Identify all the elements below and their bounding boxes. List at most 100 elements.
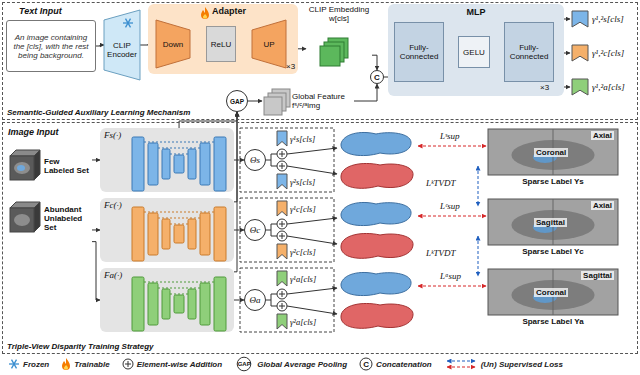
gelu-box: GELU <box>458 36 490 68</box>
gamma-input: γ¹c[cls] <box>272 200 332 217</box>
node-text: Down <box>163 40 183 49</box>
circle-shape <box>123 359 133 369</box>
loss-label: LᵏTVDT <box>426 178 456 188</box>
block-shape <box>277 201 287 216</box>
network-layer <box>132 277 144 331</box>
text-input-box: Text InputAn image containing the [cls],… <box>6 20 96 72</box>
volume-face <box>10 208 34 232</box>
network-layer <box>200 143 210 185</box>
node-text: Sagittal <box>534 218 567 227</box>
block-shape <box>252 20 286 68</box>
network-layer <box>174 155 184 173</box>
network-layer <box>174 295 184 313</box>
node-text: Axial <box>591 131 614 140</box>
node-text: C <box>374 73 380 82</box>
block-shape <box>277 244 287 259</box>
node-text: γ¹a[cls] <box>290 274 316 284</box>
skip-connection <box>144 282 214 294</box>
node-text: Fully-Connected <box>395 43 443 61</box>
network-layer <box>162 149 170 179</box>
unsupervised-loss-line <box>478 236 479 276</box>
concat-circle: C <box>370 70 384 84</box>
network-layer <box>200 283 210 325</box>
node-text: Θa <box>250 295 261 305</box>
fire-icon <box>62 358 70 370</box>
gamma-output: γ¹,²c[cls] <box>570 42 636 64</box>
node-text: GAP <box>230 98 244 105</box>
node-text: Text Input <box>19 6 62 16</box>
sparse-label-image: AxialSagittalSparse Label Yc <box>488 199 618 261</box>
gamma-input: γ¹s[cls] <box>272 130 332 147</box>
network-layer <box>188 149 196 179</box>
node-text: γ¹s[cls] <box>290 134 315 144</box>
block-shape <box>277 314 287 329</box>
gamma-input: γ²a[cls] <box>272 313 332 330</box>
gamma-output: γ¹,²a[cls] <box>570 76 636 98</box>
node-text: Sparse Label Yc <box>488 247 618 256</box>
snowflake-icon <box>126 19 131 28</box>
mr-slice <box>488 129 618 175</box>
circle-shape <box>360 358 372 370</box>
node-text: An image containing the [cls], with the … <box>10 33 92 60</box>
node-text: Global Feature fˢ/ᶜ/ᵃimg <box>292 92 354 110</box>
block-shape <box>277 131 287 146</box>
network-layer <box>214 207 226 261</box>
connector <box>354 84 377 101</box>
legend-icon <box>61 357 71 371</box>
node-text: γ¹,²a[cls] <box>592 82 625 92</box>
gap-circle: GAP <box>226 90 248 112</box>
legend-text: Trainable <box>74 360 109 369</box>
legend-item: Concatenation <box>359 357 432 371</box>
snowflake-icon <box>126 19 131 28</box>
loss-label: Lᶜsup <box>440 201 460 211</box>
repeat-count: ×3 <box>286 62 295 71</box>
adapter-panel: AdapterDownReLUUP <box>148 4 298 74</box>
fc-layer: Fully-Connected <box>504 22 554 82</box>
global-feature: Global Feature fˢ/ᶜ/ᵃimg <box>262 87 354 115</box>
loss-label: LᵏTVDT <box>426 248 456 258</box>
node-text: Fa(·) <box>104 270 122 280</box>
network-layer <box>148 143 158 185</box>
theta-circle: Θa <box>244 289 266 311</box>
network-layer <box>188 289 196 319</box>
legend-item: Global Average Pooling <box>234 357 347 371</box>
legend-item: Frozen <box>8 357 49 371</box>
repeat-count: ×3 <box>540 83 549 92</box>
node-text: γ²a[cls] <box>290 317 316 327</box>
network-layer <box>200 213 210 255</box>
network-layer <box>214 277 226 331</box>
node-text: Semantic-Guided Auxiliary Learning Mecha… <box>7 108 190 117</box>
branch-art <box>240 128 486 192</box>
feature-map <box>264 97 282 115</box>
image-set: Few Labeled Set <box>8 142 90 190</box>
mr-slice <box>488 199 618 245</box>
volume-face <box>10 156 34 180</box>
block-shape <box>34 150 40 180</box>
legend-item: Trainable <box>61 357 109 371</box>
node-text: Axial <box>591 201 614 210</box>
node-text: Adapter <box>212 6 246 16</box>
snowflake-icon <box>12 360 17 369</box>
block-shape <box>277 271 287 286</box>
node-text: Coronal <box>534 148 568 157</box>
mechanism-panel: Semantic-Guided Auxiliary Learning Mecha… <box>2 2 638 120</box>
legend-text: Element-wise Addition <box>137 360 223 369</box>
node-text: Θs <box>250 155 260 165</box>
network-layer <box>162 289 170 319</box>
node-text: CLIP Embedding w[cls] <box>306 5 372 23</box>
unsupervised-loss-line <box>478 166 479 206</box>
encoder-block: CLIP Encoder <box>104 10 140 80</box>
node-text: Sparse Label Ya <box>488 317 618 326</box>
network-layer <box>162 219 170 249</box>
gamma-output: γ¹,²s[cls] <box>570 8 636 30</box>
view-network: Fs(·) <box>100 128 234 192</box>
skip-connection <box>144 212 214 224</box>
circle-shape <box>237 357 251 371</box>
node-text: γ¹,²s[cls] <box>592 14 624 24</box>
block-shape <box>104 10 140 80</box>
connector <box>234 160 244 161</box>
circle-shape <box>371 71 384 84</box>
loss-label: Lˢsup <box>440 131 459 141</box>
label-patch <box>17 165 25 171</box>
node-text: Abundant Unlabeled Set <box>44 205 90 232</box>
